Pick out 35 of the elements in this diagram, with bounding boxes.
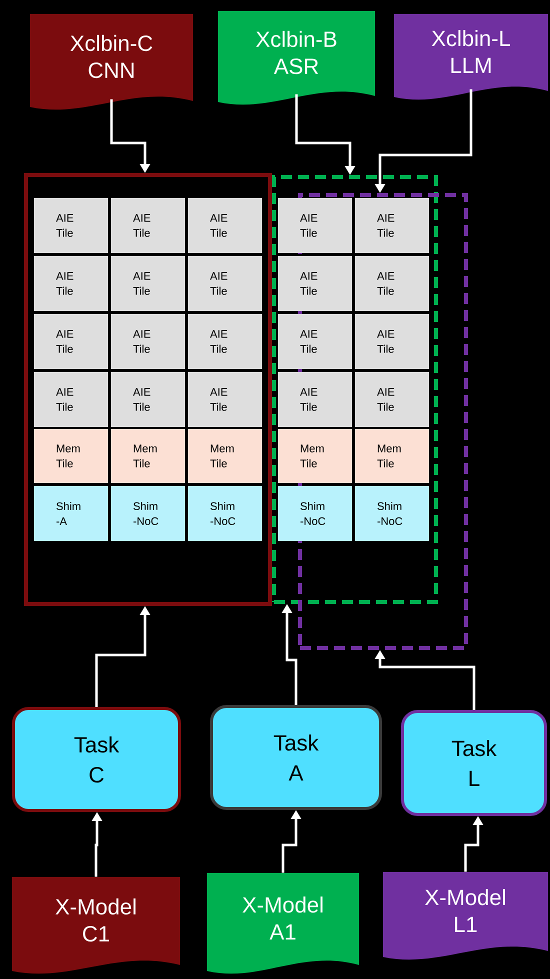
tile-cell: Mem Tile: [188, 429, 262, 483]
task-box: Task A: [210, 705, 382, 810]
tile-cell: AIE Tile: [355, 256, 429, 311]
tile-cell: Shim -NoC: [278, 486, 352, 541]
tile-cell: AIE Tile: [278, 198, 352, 253]
tile-cell: AIE Tile: [111, 372, 185, 427]
tile-cell: Shim -NoC: [355, 486, 429, 541]
tile-cell: AIE Tile: [278, 314, 352, 369]
tile-cell: AIE Tile: [188, 314, 262, 369]
tile-cell: AIE Tile: [355, 198, 429, 253]
tile-cell: AIE Tile: [278, 256, 352, 311]
tile-cell: AIE Tile: [34, 372, 108, 427]
tile-cell: Mem Tile: [111, 429, 185, 483]
tile-cell: AIE Tile: [34, 314, 108, 369]
tile-cell: AIE Tile: [111, 256, 185, 311]
tile-cell: AIE Tile: [278, 372, 352, 427]
tile-cell: Shim -A: [34, 486, 108, 541]
tile-cell: AIE Tile: [188, 198, 262, 253]
tile-cell: AIE Tile: [34, 256, 108, 311]
tile-cell: AIE Tile: [111, 314, 185, 369]
tile-cell: Shim -NoC: [111, 486, 185, 541]
tile-cell: AIE Tile: [188, 372, 262, 427]
partition-outline: [24, 173, 272, 606]
tile-cell: Mem Tile: [355, 429, 429, 483]
task-box: Task L: [401, 710, 547, 816]
partition-outline: [272, 175, 438, 604]
tile-cell: AIE Tile: [355, 314, 429, 369]
tile-cell: Shim -NoC: [188, 486, 262, 541]
tile-cell: AIE Tile: [188, 256, 262, 311]
tile-cell: AIE Tile: [355, 372, 429, 427]
tile-cell: Mem Tile: [278, 429, 352, 483]
tile-cell: Mem Tile: [34, 429, 108, 483]
tile-cell: AIE Tile: [111, 198, 185, 253]
task-box: Task C: [12, 707, 181, 812]
tile-cell: AIE Tile: [34, 198, 108, 253]
